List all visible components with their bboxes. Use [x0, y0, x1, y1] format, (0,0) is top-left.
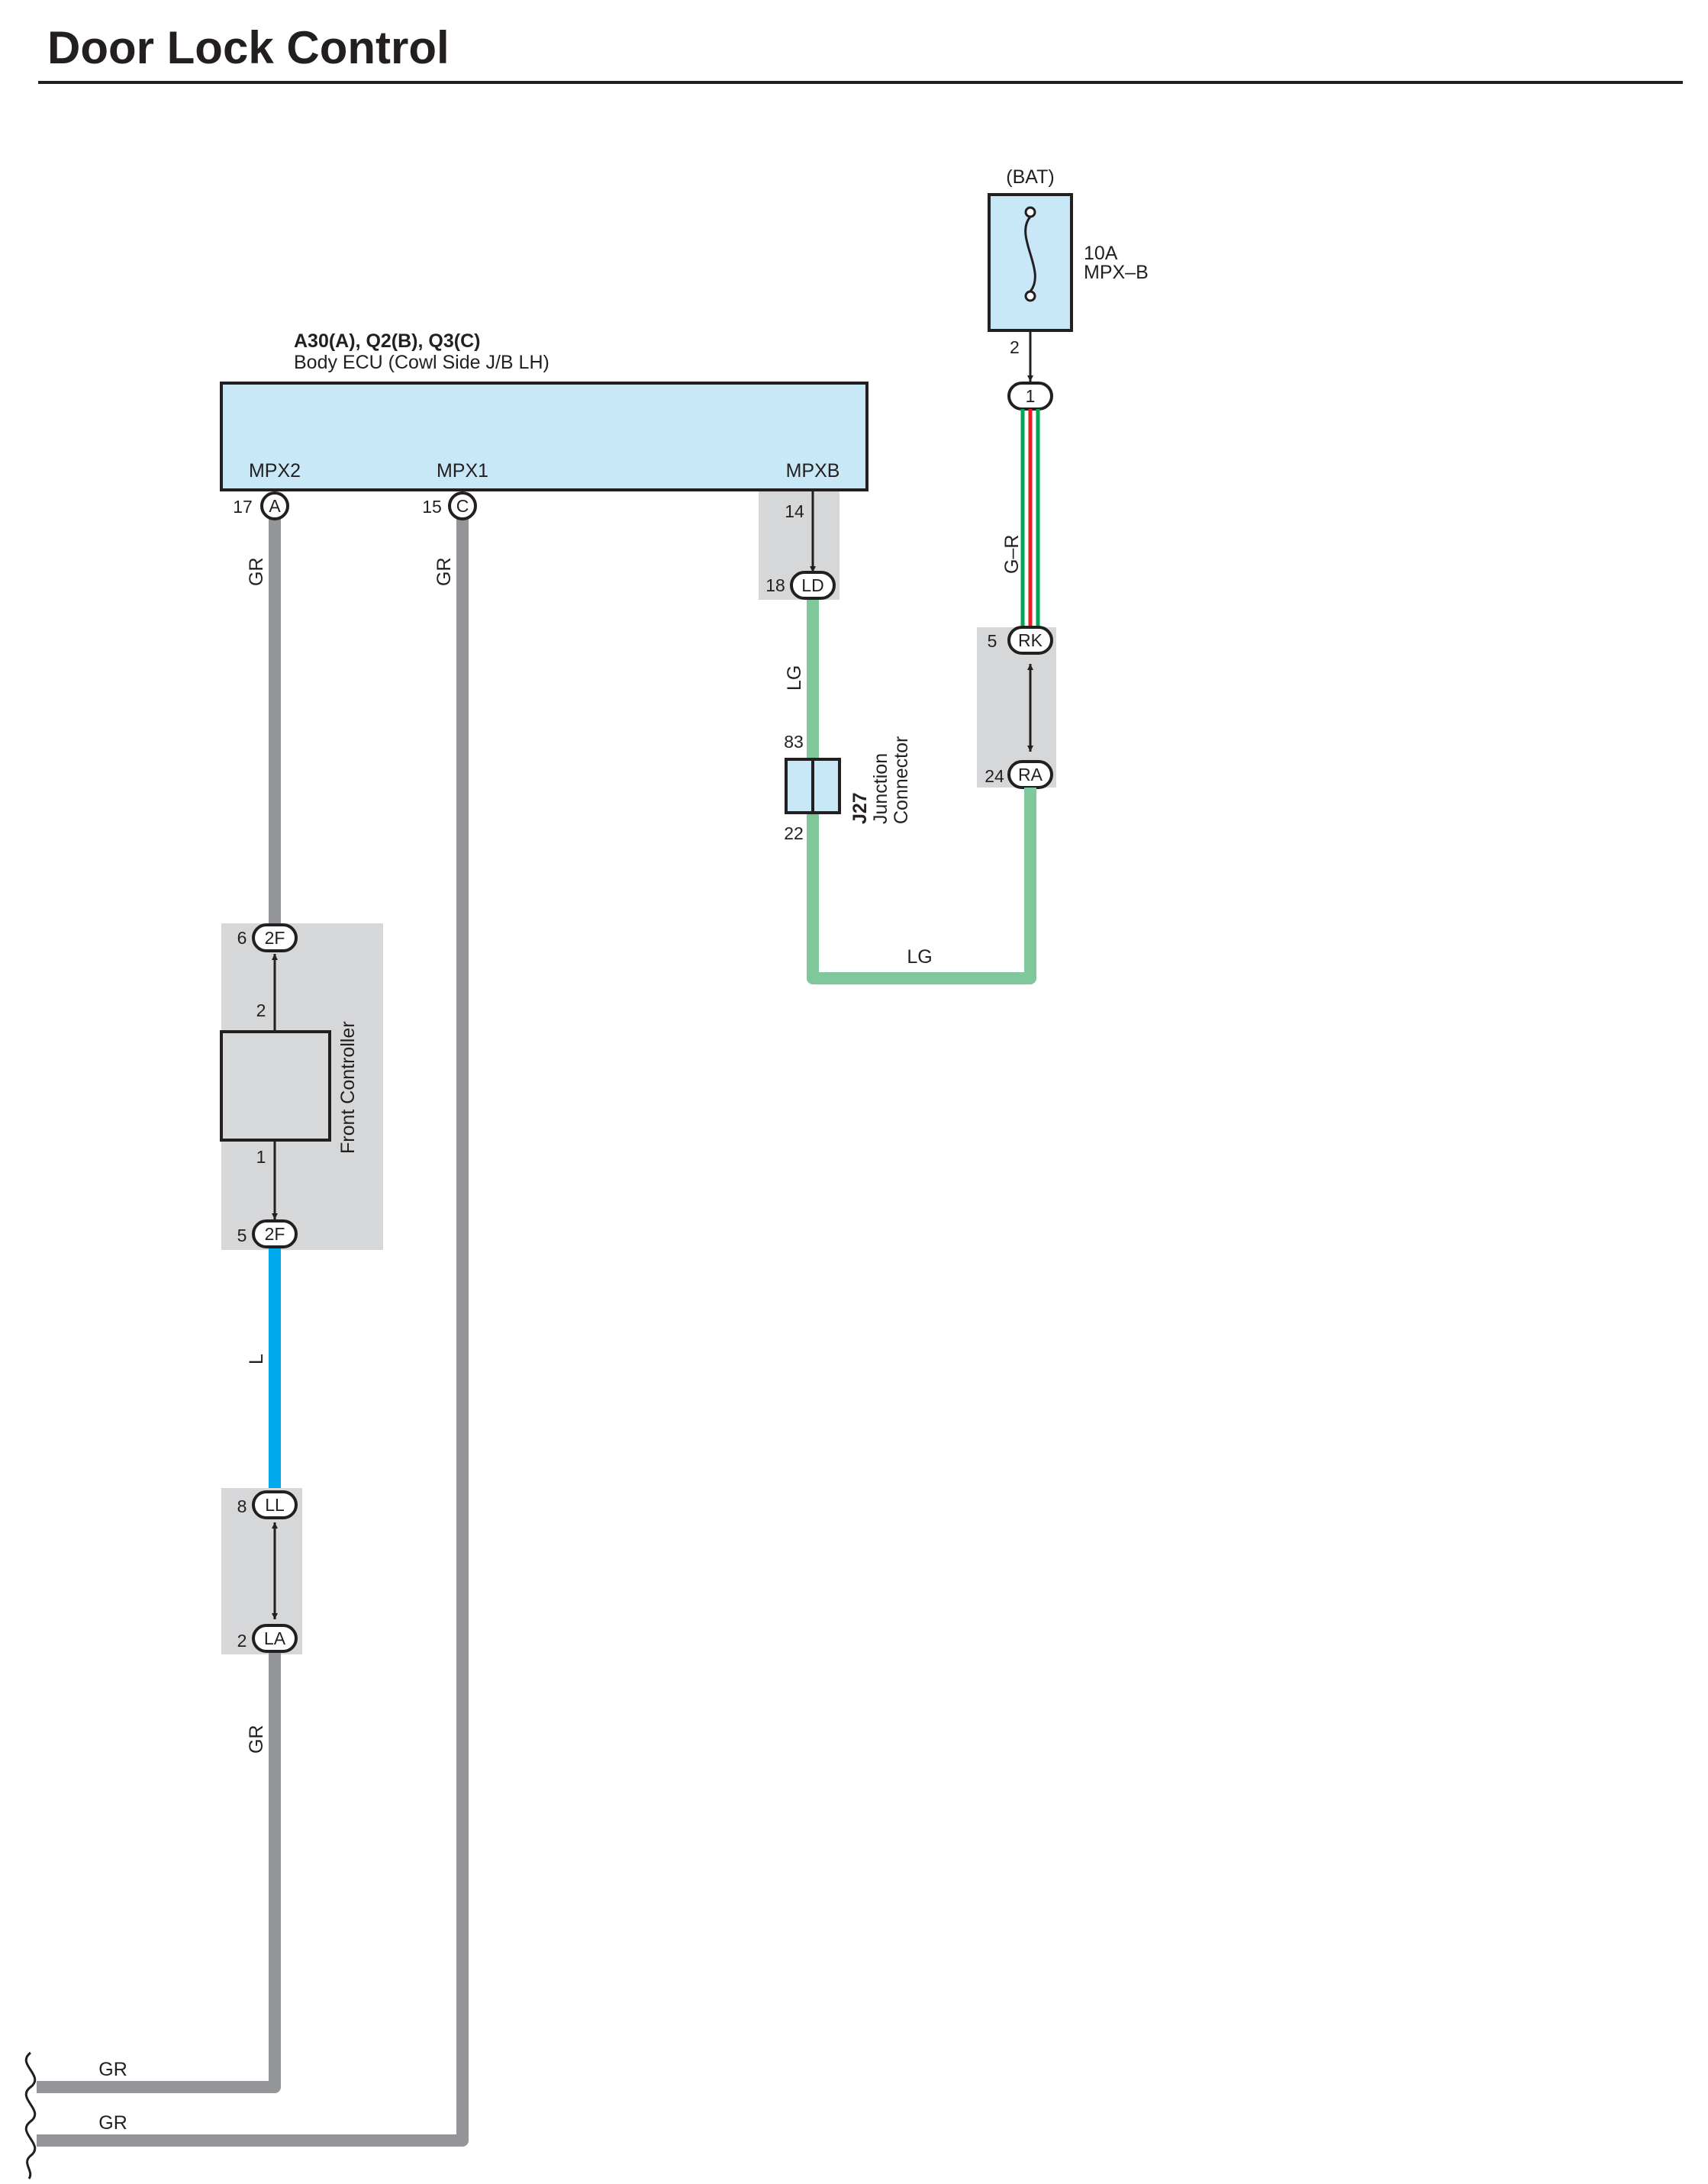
wire-break-icon	[24, 2051, 37, 2179]
junction-code: J27	[849, 792, 871, 824]
body-ecu	[220, 382, 869, 491]
rk-pin: 5	[988, 631, 997, 651]
connector-1: 1	[1007, 382, 1053, 411]
wire-label-lg-vertical: LG	[784, 665, 805, 691]
wire-label-l: L	[246, 1354, 267, 1364]
connector-2f-bottom: 2F	[252, 1219, 298, 1248]
junction-pin-bottom: 22	[784, 823, 804, 843]
mpx1-pin: 15	[422, 497, 442, 517]
ecu-name: Body ECU (Cowl Side J/B LH)	[294, 352, 549, 373]
wire-label-g-r: G–R	[1001, 535, 1023, 574]
ll-pin: 8	[237, 1496, 247, 1516]
junction-name-2: Connector	[891, 736, 912, 824]
mpx2-pin: 17	[233, 497, 253, 517]
page-title: Door Lock Control	[47, 22, 450, 73]
la-pin: 2	[237, 1631, 247, 1651]
bat-source-label: (BAT)	[1006, 166, 1054, 188]
fuse-icon	[1024, 206, 1036, 302]
svg-text:LD: LD	[801, 575, 823, 595]
svg-text:C: C	[456, 496, 469, 516]
connector-ld: LD	[790, 571, 836, 600]
svg-text:LL: LL	[265, 1495, 285, 1515]
svg-text:LA: LA	[264, 1628, 286, 1648]
front-controller-pin-top: 2	[256, 1000, 266, 1020]
wire-label-gr-4: GR	[98, 2059, 127, 2080]
wire-label-gr-5: GR	[98, 2112, 127, 2134]
connector-2f-top: 2F	[252, 923, 298, 952]
junction-name-1: Junction	[870, 753, 891, 824]
ecu-connectors: A30(A), Q2(B), Q3(C)	[294, 330, 480, 352]
fuse-amp: 10A	[1084, 243, 1118, 264]
wire-label-gr-2: GR	[433, 558, 455, 587]
ld-pin: 18	[765, 575, 785, 595]
wire-label-gr-3: GR	[246, 1725, 267, 1754]
fuse-pin: 2	[1010, 337, 1020, 357]
2f-bottom-pin: 5	[237, 1226, 247, 1245]
2f-top-pin: 6	[237, 928, 247, 948]
ra-pin: 24	[985, 766, 1004, 786]
svg-text:1: 1	[1026, 386, 1036, 406]
fuse-name: MPX–B	[1084, 262, 1149, 283]
front-controller	[220, 1030, 331, 1142]
svg-text:A: A	[269, 496, 281, 516]
terminal-mpx2: MPX2	[249, 460, 301, 482]
svg-text:2F: 2F	[265, 928, 285, 948]
wire-label-lg-horizontal: LG	[907, 946, 932, 968]
mpxb-pin: 14	[785, 501, 804, 521]
connector-ll: LL	[252, 1490, 298, 1519]
wire-label-gr-1: GR	[246, 558, 267, 587]
connector-la: LA	[252, 1624, 298, 1653]
svg-text:RA: RA	[1018, 765, 1043, 784]
wire-gr-mpx2-lower	[37, 1648, 281, 2093]
wire-gr-mpx1	[37, 519, 469, 2147]
wire-g-r	[1020, 409, 1040, 627]
junction-pin-top: 83	[784, 732, 804, 752]
terminal-mpxb: MPXB	[786, 460, 840, 482]
svg-text:RK: RK	[1018, 630, 1043, 650]
front-controller-pin-bottom: 1	[256, 1147, 266, 1167]
connector-a: A	[260, 491, 289, 520]
connector-rk: RK	[1007, 626, 1053, 655]
front-controller-label: Front Controller	[337, 1021, 359, 1154]
connector-ra: RA	[1007, 760, 1053, 789]
svg-text:2F: 2F	[265, 1224, 285, 1244]
connector-c: C	[448, 491, 477, 520]
terminal-mpx1: MPX1	[437, 460, 488, 482]
